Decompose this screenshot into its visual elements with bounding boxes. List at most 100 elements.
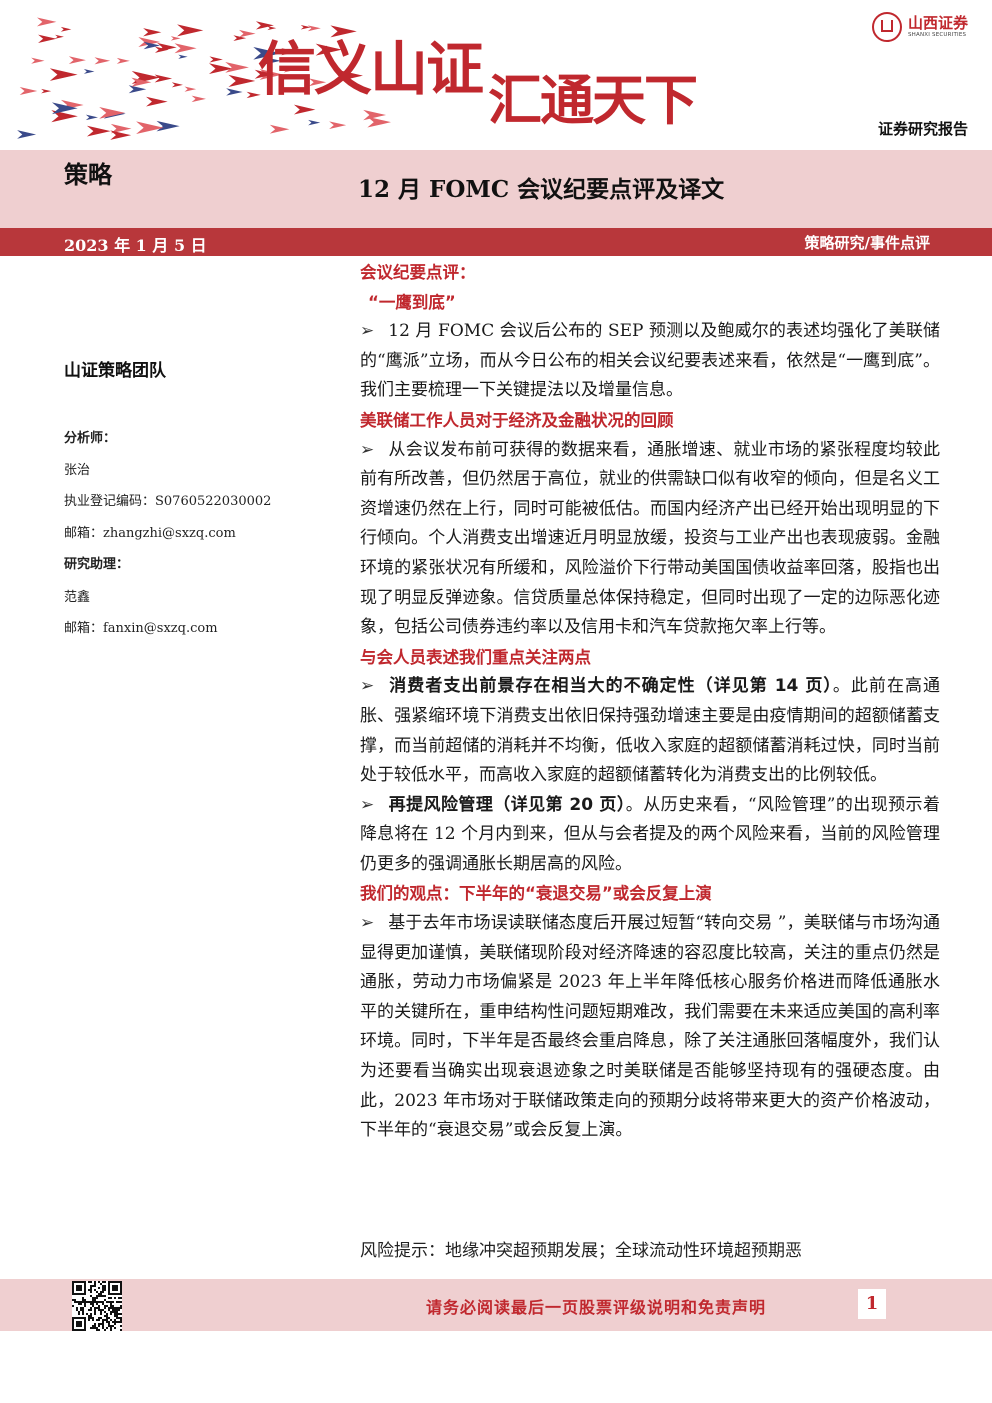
paragraph-text: 12 月 FOMC 会议后公布的 SEP 预测以及鲍威尔的表述均强化了美联储的“… (360, 321, 940, 401)
paragraph-bold: 再提风险管理（详见第 20 页） (388, 794, 626, 815)
arrow-decoration (60, 26, 72, 32)
arrow-decoration (265, 57, 281, 65)
arrow-decoration (85, 114, 98, 121)
bullet-arrow-icon: ➢ (360, 321, 375, 342)
arrow-decoration (38, 34, 57, 43)
footer-band (0, 1279, 992, 1331)
paragraph: ➢基于去年市场误读联储态度后开展过短暂“转向交易 ”，美联储与市场沟通显得更加谨… (360, 909, 940, 1146)
heading-review-sub: “一鹰到底” (368, 292, 456, 312)
report-body: 会议纪要点评： “一鹰到底” ➢12 月 FOMC 会议后公布的 SEP 预测以… (360, 258, 940, 1146)
arrow-decoration (330, 25, 357, 38)
arrow-decoration (336, 69, 363, 82)
bullet-arrow-icon: ➢ (360, 794, 375, 815)
analyst-license: 执业登记编码：S0760522030002 (64, 494, 272, 509)
arrow-decoration (329, 121, 347, 130)
arrow-decoration (51, 110, 78, 123)
arrow-decoration (128, 85, 147, 94)
arrow-decoration (253, 47, 282, 60)
arrow-decoration (238, 29, 256, 38)
analyst-name: 张治 (64, 463, 91, 478)
arrow-decoration (83, 69, 95, 74)
arrow-decoration (226, 88, 243, 96)
qr-code-icon (72, 1281, 122, 1331)
arrow-decoration (170, 36, 181, 41)
arrow-decoration (255, 21, 274, 30)
arrow-decoration (146, 96, 168, 107)
arrow-decoration (307, 25, 321, 32)
arrow-decoration (171, 82, 183, 88)
arrow-decoration (246, 91, 261, 99)
arrow-decoration (86, 125, 111, 137)
arrow-decoration (58, 74, 68, 79)
analyst-label: 分析师： (64, 431, 117, 446)
page-number: 1 (858, 1289, 886, 1319)
slogan: 信义山证汇通天下 (258, 22, 698, 132)
arrow-decoration (177, 24, 204, 37)
arrow-decoration (309, 78, 327, 87)
heading-our-view: 我们的观点：下半年的“衰退交易”或会反复上演 (360, 884, 712, 904)
arrow-decoration (49, 68, 78, 81)
logo-name-cn: 山西证券 (907, 13, 968, 32)
footer-disclaimer: 请务必阅读最后一页股票评级说明和免责声明 (426, 1298, 767, 1317)
heading-staff-review: 美联储工作人员对于经济及金融状况的回顾 (360, 410, 674, 430)
company-logo: 山西证券 SHANXI SECURITIES (871, 12, 968, 42)
report-date: 2023 年 1 月 5 日 (64, 236, 207, 255)
arrow-decoration (138, 37, 161, 47)
arrow-decoration (55, 34, 64, 39)
paragraph: ➢再提风险管理（详见第 20 页）。从历史来看，“风险管理”的出现预示着降息将在… (360, 791, 940, 880)
arrow-decoration (51, 102, 78, 115)
arrow-decoration (31, 57, 45, 64)
arrow-decoration (174, 43, 197, 54)
report-category: 策略 (64, 161, 112, 189)
arrow-decoration (228, 74, 256, 88)
arrow-decoration (110, 123, 132, 134)
slogan-part-2: 汇通天下 (488, 68, 698, 132)
arrow-decoration (143, 41, 161, 50)
arrow-decoration (94, 57, 111, 65)
arrow-decoration (191, 95, 206, 103)
paragraph-text: 基于去年市场误读联储态度后开展过短暂“转向交易 ”，美联储与市场沟通显得更加谨慎… (360, 913, 940, 1141)
heading-review: 会议纪要点评： (360, 263, 476, 282)
bullet-arrow-icon: ➢ (360, 913, 375, 934)
arrow-decoration (283, 67, 295, 73)
slogan-part-1: 信义山证 (258, 35, 484, 103)
assistant-label: 研究助理： (64, 557, 130, 572)
arrow-decoration (254, 69, 275, 79)
paragraph: ➢从会议发布前可获得的数据来看，通胀增速、就业市场的紧张程度均较此前有所改善，但… (360, 436, 940, 643)
arrow-decoration (184, 86, 197, 92)
arrow-decoration (367, 116, 391, 128)
arrow-decoration (99, 106, 126, 119)
paragraph-text: 。此前在高通胀、强紧缩环境下消费支出依旧保持强劲增速主要是由疫情期间的超额储蓄支… (360, 676, 940, 786)
arrow-decoration (17, 130, 37, 139)
arrow-decoration (300, 24, 311, 30)
team-name: 山证策略团队 (64, 361, 166, 381)
banner-arrows-art (17, 17, 391, 140)
paragraph: ➢12 月 FOMC 会议后公布的 SEP 预测以及鲍威尔的表述均强化了美联储的… (360, 317, 940, 406)
assistant-name: 范鑫 (64, 590, 91, 605)
bullet-arrow-icon: ➢ (360, 676, 375, 697)
bullet-arrow-icon: ➢ (360, 439, 375, 460)
arrow-decoration (225, 61, 249, 73)
arrow-decoration (131, 77, 152, 87)
arrow-decoration (136, 121, 164, 134)
arrow-decoration (154, 74, 173, 83)
arrow-decoration (209, 56, 223, 63)
arrow-decoration (293, 104, 316, 115)
arrow-decoration (41, 88, 52, 94)
arrow-decoration (178, 54, 188, 59)
arrow-decoration (110, 130, 132, 140)
arrow-decoration (116, 57, 130, 64)
arrow-decoration (154, 46, 169, 53)
logo-icon (871, 12, 902, 42)
arrow-decoration (19, 87, 38, 96)
analyst-email: 邮箱：zhangzhi@sxzq.com (64, 526, 236, 541)
paragraph-text: 从会议发布前可获得的数据来看，通胀增速、就业市场的紧张程度均较此前有所改善，但仍… (360, 439, 940, 638)
logo-name-en: SHANXI SECURITIES (907, 31, 967, 38)
arrow-decoration (36, 17, 57, 27)
arrow-decoration (143, 28, 162, 37)
arrow-decoration (233, 35, 247, 42)
date-band (0, 228, 992, 256)
arrow-decoration (308, 119, 321, 126)
assistant-email: 邮箱：fanxin@sxzq.com (64, 621, 218, 636)
arrow-decoration (208, 63, 233, 75)
